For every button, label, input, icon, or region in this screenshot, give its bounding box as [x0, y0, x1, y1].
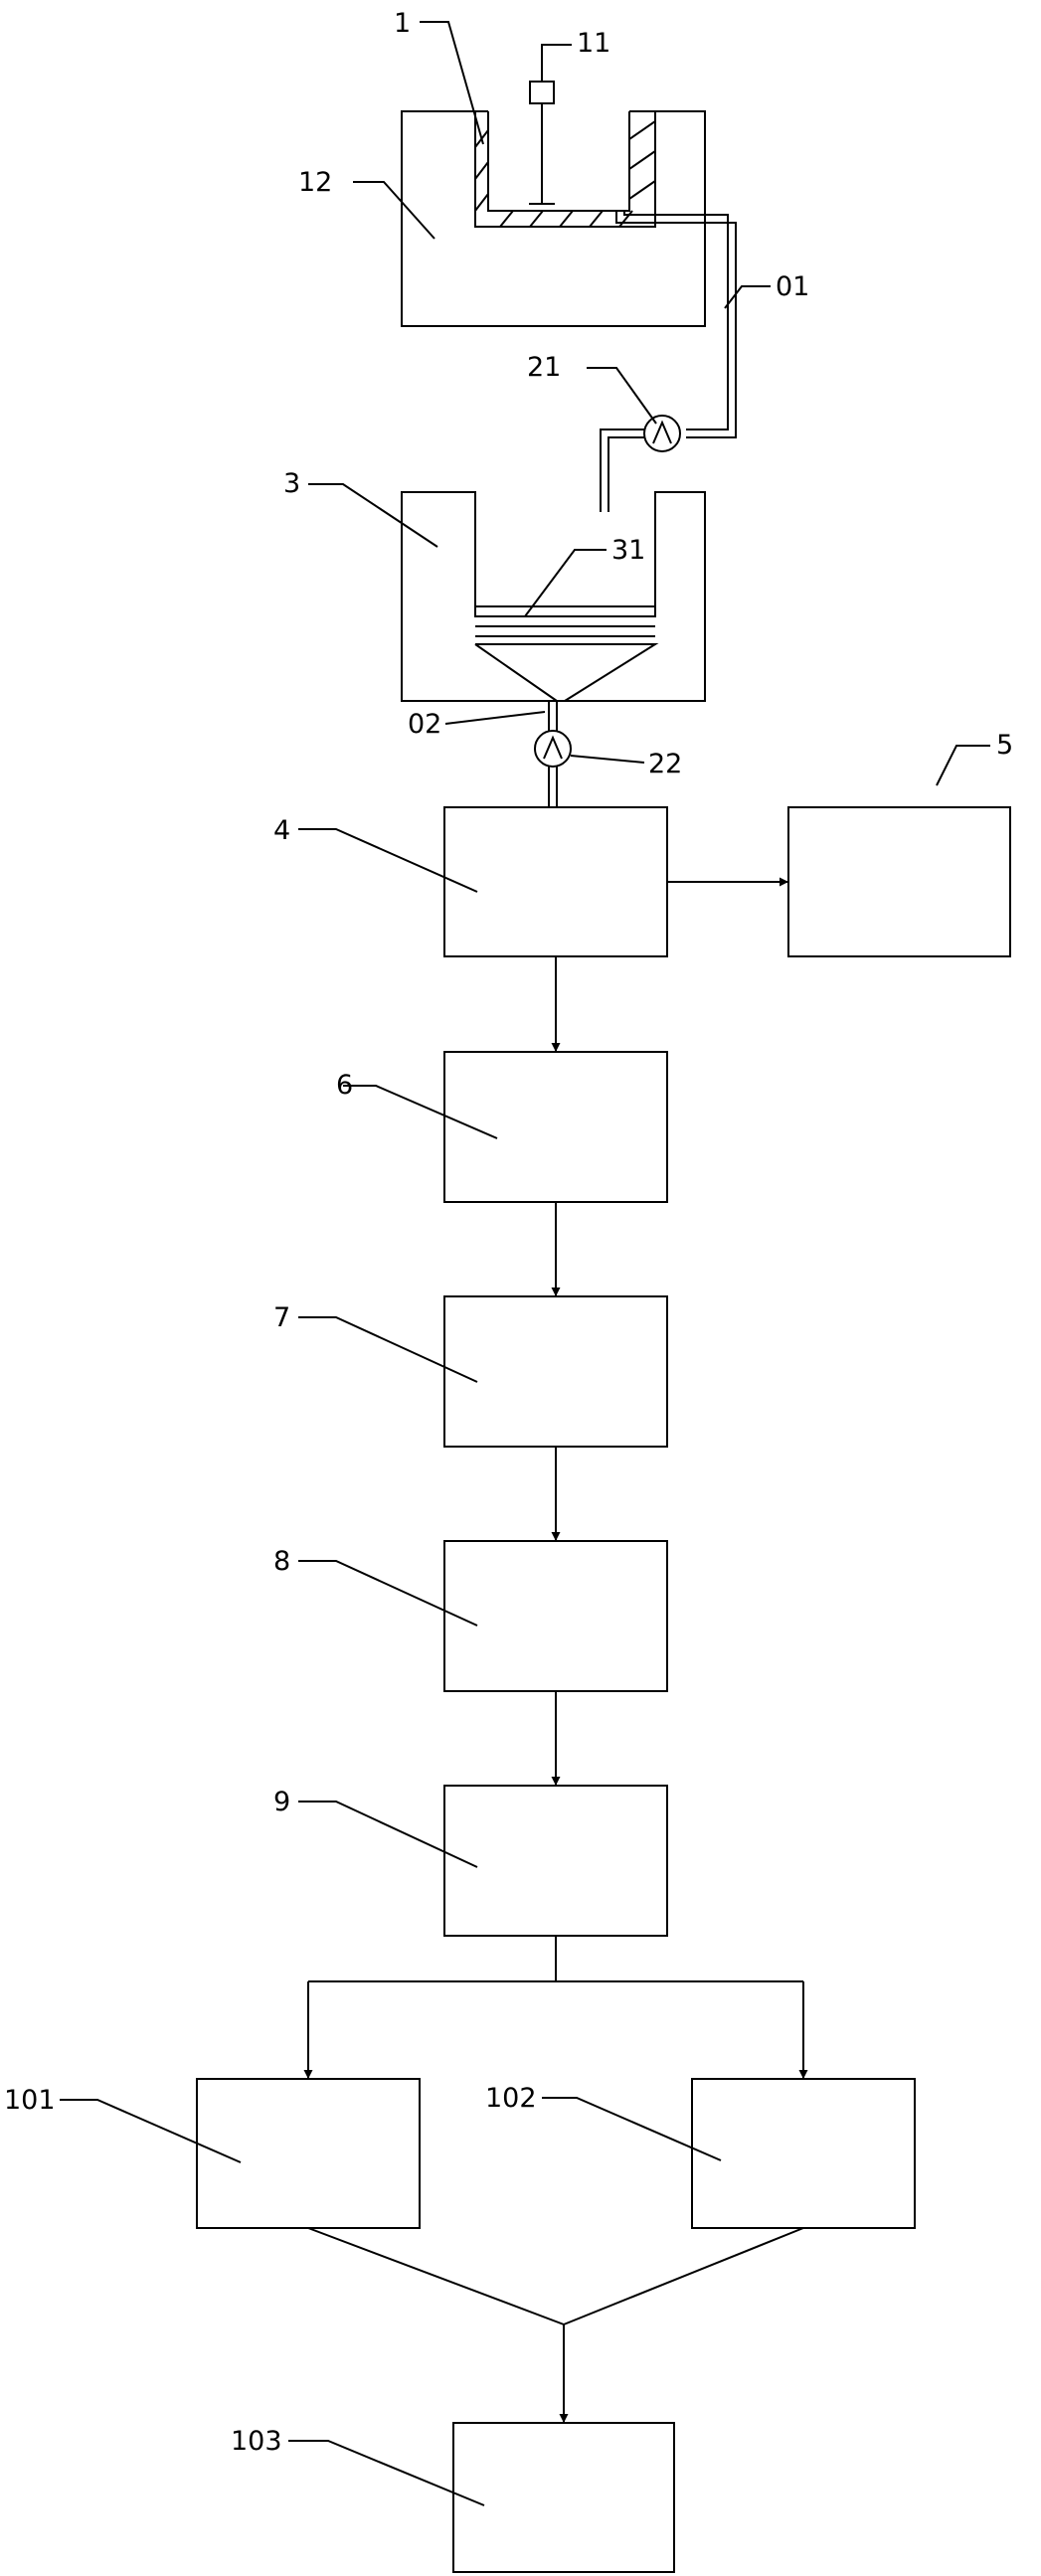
label-21: 21	[527, 352, 561, 383]
box-9	[443, 1785, 668, 1937]
box-6	[443, 1051, 668, 1203]
label-5: 5	[996, 730, 1013, 761]
label-22: 22	[648, 749, 682, 779]
hatched-vessel-1	[474, 110, 656, 228]
label-1: 1	[394, 8, 411, 39]
pump-22	[534, 730, 572, 768]
pipe-02	[548, 701, 558, 807]
label-3: 3	[283, 468, 300, 499]
label-6: 6	[336, 1070, 353, 1101]
label-102: 102	[485, 2083, 537, 2114]
label-01: 01	[776, 271, 809, 302]
label-31: 31	[611, 535, 645, 566]
leader-lines	[60, 21, 990, 2506]
outer-tank-12	[401, 110, 706, 327]
box-5	[787, 806, 1011, 957]
label-11: 11	[577, 28, 610, 59]
label-12: 12	[298, 167, 332, 198]
box-7	[443, 1295, 668, 1448]
label-9: 9	[273, 1787, 290, 1817]
merge-101-102-to-103	[307, 2227, 804, 2423]
label-8: 8	[273, 1546, 290, 1577]
label-02: 02	[408, 709, 441, 740]
stirrer-11	[529, 81, 555, 205]
branch-9-to-101-102	[303, 1936, 808, 2079]
box-8	[443, 1540, 668, 1692]
box-4	[443, 806, 668, 957]
box-102	[691, 2078, 916, 2229]
pump-21	[643, 415, 681, 452]
settling-tank-3	[401, 491, 706, 702]
pipe-21-to-tank-3	[600, 429, 644, 512]
box-101	[196, 2078, 421, 2229]
label-101: 101	[4, 2085, 56, 2116]
filter-funnel-31	[474, 605, 659, 702]
label-7: 7	[273, 1302, 290, 1333]
label-4: 4	[273, 815, 290, 846]
box-103	[452, 2422, 675, 2573]
pipe-01	[615, 211, 737, 438]
label-103: 103	[231, 2426, 282, 2457]
